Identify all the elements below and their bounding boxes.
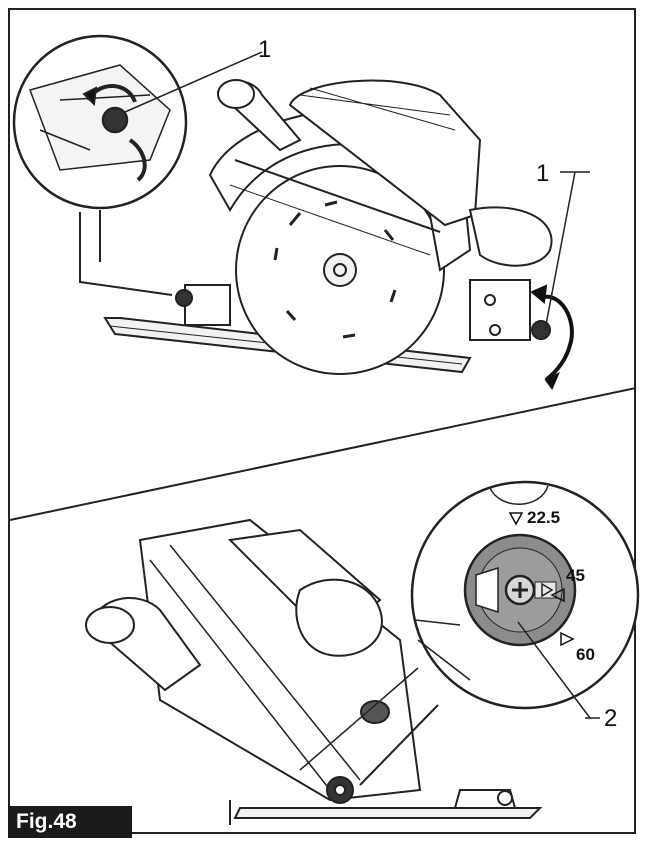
figure-label: Fig.48 xyxy=(8,806,132,838)
detail-magnifier-top xyxy=(12,34,188,210)
panel-divider xyxy=(9,387,637,521)
scale-mark-22-5: 22.5 xyxy=(527,508,561,527)
circular-saw-top xyxy=(79,79,553,375)
callout-leader-1a xyxy=(124,51,263,113)
rotation-arrow-icon xyxy=(530,284,574,390)
circular-saw-bottom xyxy=(85,518,543,825)
scale-mark-45: 45 xyxy=(566,566,585,585)
callout-2: 2 xyxy=(604,705,618,732)
detail-magnifier-bottom xyxy=(410,480,640,710)
scale-mark-60: 60 xyxy=(576,645,595,664)
callout-1-front: 1 xyxy=(536,160,550,187)
callout-leader-1b xyxy=(544,171,576,331)
triangle-marker-icon xyxy=(508,512,575,647)
callout-leader-2 xyxy=(517,621,591,719)
figure-frame xyxy=(8,8,636,834)
callout-1-rear: 1 xyxy=(258,36,272,63)
